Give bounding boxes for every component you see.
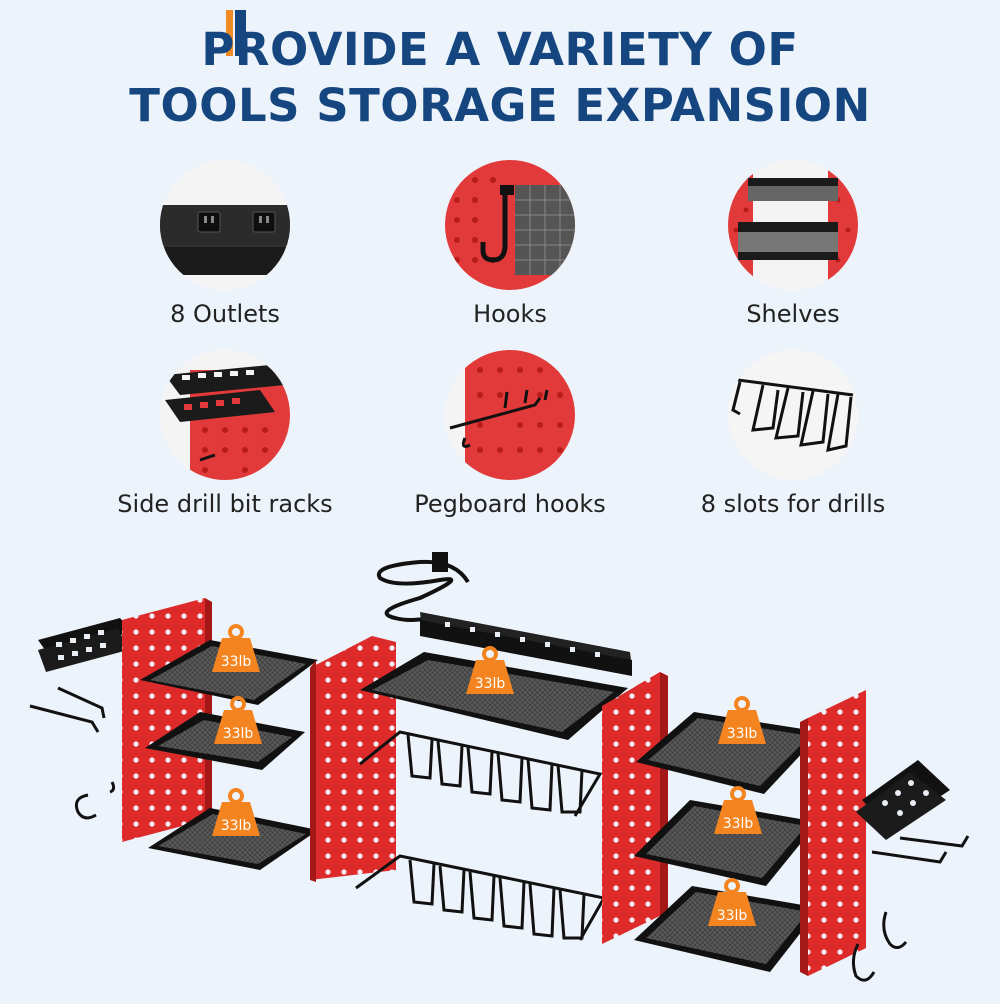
feature-pegboard-hooks: Pegboard hooks [360,350,660,518]
right-pegboard [800,690,866,976]
feature-hooks: Hooks [360,160,660,328]
feature-label: 8 Outlets [170,300,280,328]
shelf-icon [728,160,858,290]
middle-shelf [360,652,628,740]
power-strip-icon [160,160,290,290]
left-shelves [140,640,318,870]
middle-right-pegboard [602,672,668,944]
feature-label: Shelves [746,300,840,328]
loose-hooks-left [29,686,116,820]
drill-bit-rack-icon [160,350,290,480]
weight-label: 33lb [475,676,506,692]
right-drill-bit-rack [856,760,950,840]
title-accent-mark [226,10,248,56]
feature-label: Hooks [473,300,547,328]
title-line-1: PROVIDE A VARIETY OF [201,23,799,76]
middle-drill-slot-racks [355,730,607,941]
loose-hooks-right [851,835,970,982]
weight-badges: 33lb 33lb 33lb 33lb 33lb 33lb 33lb [210,624,768,928]
title-line-2: TOOLS STORAGE EXPANSION [129,79,871,132]
pegboard-hook-icon [445,350,575,480]
page-title: PROVIDE A VARIETY OF TOOLS STORAGE EXPAN… [0,22,1000,134]
feature-label: 8 slots for drills [700,490,886,518]
exploded-assembly-illustration: 33lb 33lb 33lb 33lb 33lb 33lb 33lb [0,540,1000,1000]
weight-label: 33lb [223,726,254,742]
drill-slot-rack-icon [728,350,858,480]
hook-icon [445,160,575,290]
feature-drill-bit-racks: Side drill bit racks [75,350,375,518]
weight-label: 33lb [723,816,754,832]
feature-drill-slots: 8 slots for drills [643,350,943,518]
feature-outlets: 8 Outlets [75,160,375,328]
power-strip [376,552,632,676]
feature-shelves: Shelves [643,160,943,328]
left-drill-bit-rack [38,618,132,672]
weight-label: 33lb [717,908,748,924]
weight-label: 33lb [221,654,252,670]
weight-label: 33lb [727,726,758,742]
middle-left-pegboard [310,636,396,882]
feature-label: Pegboard hooks [414,490,606,518]
weight-label: 33lb [221,818,252,834]
right-shelves [634,712,822,972]
feature-label: Side drill bit racks [117,490,333,518]
